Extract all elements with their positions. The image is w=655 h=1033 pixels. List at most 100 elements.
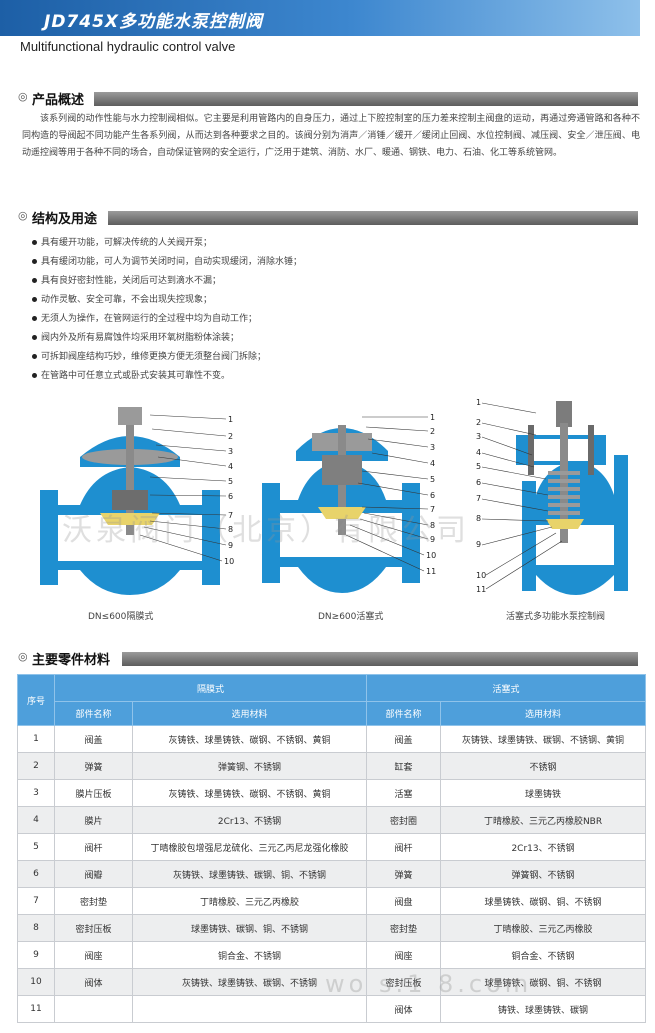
section-bar <box>108 211 638 225</box>
section-label: 产品概述 <box>32 93 85 108</box>
cell-material: 丁晴橡胶包增强尼龙硫化、三元乙丙尼龙强化橡胶 <box>131 833 368 861</box>
list-item: 动作灵敏、安全可靠，不会出现失控现象； <box>32 294 632 313</box>
cell-part: 阀盖 <box>366 725 442 753</box>
table-header-row: 序号 隔膜式 活塞式 <box>17 674 647 726</box>
valve-body <box>262 425 420 593</box>
cell-material: 2Cr13、不锈钢 <box>131 806 368 834</box>
list-item-text: 阀内外及所有易腐蚀件均采用环氧树脂粉体涂装； <box>41 333 240 343</box>
cell-material: 球墨铸铁、碳钢、铜、不锈钢 <box>131 914 368 942</box>
callout-label: 9 <box>476 540 481 549</box>
bullet-dot-icon <box>32 335 37 340</box>
page-subtitle: Multifunctional hydraulic control valve <box>20 39 236 54</box>
overview-text: 该系列阀的动作性能与水力控制阀相似。它主要是利用管路内的自身压力，通过上下腔控制… <box>22 114 640 158</box>
table-subheader-row: 部件名称 选用材料 部件名称 选用材料 <box>18 701 647 726</box>
callout-label: 10 <box>426 551 436 560</box>
bullet-dot-icon <box>32 278 37 283</box>
callout-label: 2 <box>228 432 233 441</box>
cell-part: 缸套 <box>366 752 442 780</box>
cell-part: 密封垫 <box>366 914 442 942</box>
cell-part: 膜片压板 <box>54 779 133 807</box>
list-item-text: 具有缓闭功能，可人为调节关闭时间，自动实现缓闭，消除水锤； <box>41 257 303 267</box>
callout-label: 3 <box>430 443 435 452</box>
callout-label: 3 <box>228 447 233 456</box>
cell-material: 丁晴橡胶、三元乙丙橡胶 <box>131 887 368 915</box>
figure-caption: DN≥600活塞式 <box>318 612 384 622</box>
col-header-seq: 序号 <box>17 674 55 726</box>
cell-no: 2 <box>17 752 55 780</box>
cell-material: 灰铸铁、球墨铸铁、碳钢、铜、不锈钢 <box>131 860 368 888</box>
list-item-text: 可拆卸阀座结构巧妙，维修更换方便无须整台阀门拆除； <box>41 352 267 362</box>
cell-part: 阀盖 <box>54 725 133 753</box>
pump-control-valve-figure: 1 2 3 4 5 6 7 8 9 10 11 <box>476 398 628 595</box>
cell-part: 阀杆 <box>366 833 442 861</box>
callout-label: 8 <box>228 525 233 534</box>
callout-label: 1 <box>430 413 435 422</box>
cell-part: 膜片 <box>54 806 133 834</box>
cell-no: 10 <box>17 968 55 996</box>
cell-part: 阀体 <box>366 995 442 1023</box>
cell-material: 球墨铸铁、碳钢、铜、不锈钢 <box>440 968 647 996</box>
callout-label: 1 <box>476 398 481 407</box>
circle-bullet-icon: ◎ <box>18 650 28 663</box>
cell-material: 灰铸铁、球墨铸铁、碳钢、不锈钢、黄铜 <box>131 725 368 753</box>
list-item: 在管路中可任意立式或卧式安装其可靠性不变。 <box>32 370 632 389</box>
watermark-text: wo s.1 8.com <box>325 970 533 998</box>
callout-label: 2 <box>476 418 481 427</box>
section-bar <box>94 92 638 106</box>
figure-caption: DN≤600隔膜式 <box>88 612 154 622</box>
list-item: 无须人为操作，在管网运行的全过程中均为自动工作； <box>32 313 632 332</box>
list-item: 可拆卸阀座结构巧妙，维修更换方便无须整台阀门拆除； <box>32 351 632 370</box>
group-header-diaphragm: 隔膜式 <box>53 674 368 702</box>
cell-no: 1 <box>17 725 55 753</box>
section-label: 结构及用途 <box>32 212 98 227</box>
cell-part: 阀瓣 <box>54 860 133 888</box>
callout-label: 7 <box>430 505 435 514</box>
list-item: 具有良好密封性能，关闭后可达到滴水不漏； <box>32 275 632 294</box>
bullet-dot-icon <box>32 297 37 302</box>
callout-label: 11 <box>476 585 486 594</box>
cell-material <box>131 995 368 1023</box>
cell-material: 灰铸铁、球墨铸铁、碳钢、不锈钢、黄铜 <box>440 725 647 753</box>
callout-label: 9 <box>430 535 435 544</box>
callout-label: 4 <box>430 459 435 468</box>
cell-part: 密封压板 <box>54 914 133 942</box>
cell-material: 不锈钢 <box>440 752 647 780</box>
cell-part: 密封圈 <box>366 806 442 834</box>
cell-material: 铸铁、球墨铸铁、碳钢 <box>440 995 647 1023</box>
callout-label: 4 <box>476 448 481 457</box>
list-item: 具有缓开功能，可解决传统的人关阀开泵； <box>32 237 632 256</box>
callouts: 1 2 3 4 5 6 7 8 9 10 11 <box>476 398 563 594</box>
cell-part: 阀盘 <box>366 887 442 915</box>
cell-material: 球墨铸铁 <box>440 779 647 807</box>
bullet-dot-icon <box>32 259 37 264</box>
callout-label: 2 <box>430 427 435 436</box>
callout-label: 8 <box>476 514 481 523</box>
callout-label: 1 <box>228 415 233 424</box>
circle-bullet-icon: ◎ <box>18 209 28 222</box>
callout-label: 7 <box>476 494 481 503</box>
list-item-text: 动作灵敏、安全可靠，不会出现失控现象； <box>41 295 213 305</box>
valve-body <box>40 407 220 595</box>
callouts: 1 2 3 4 5 6 7 8 9 10 <box>139 414 234 566</box>
list-item-text: 在管路中可任意立式或卧式安装其可靠性不变。 <box>41 371 231 381</box>
cell-part: 阀座 <box>366 941 442 969</box>
feature-list: 具有缓开功能，可解决传统的人关阀开泵； 具有缓闭功能，可人为调节关闭时间，自动实… <box>32 237 632 389</box>
valve-body <box>516 401 628 595</box>
circle-bullet-icon: ◎ <box>18 90 28 103</box>
figure-caption: 活塞式多功能水泵控制阀 <box>506 612 606 622</box>
section-header-overview: ◎ 产品概述 <box>18 88 638 108</box>
cell-no: 4 <box>17 806 55 834</box>
callout-label: 11 <box>426 567 436 576</box>
section-label: 主要零件材料 <box>32 653 111 668</box>
cell-material: 灰铸铁、球墨铸铁、碳钢、不锈钢、黄铜 <box>131 779 368 807</box>
list-item: 具有缓闭功能，可人为调节关闭时间，自动实现缓闭，消除水锤； <box>32 256 632 275</box>
cell-material: 丁晴橡胶、三元乙丙橡胶NBR <box>440 806 647 834</box>
